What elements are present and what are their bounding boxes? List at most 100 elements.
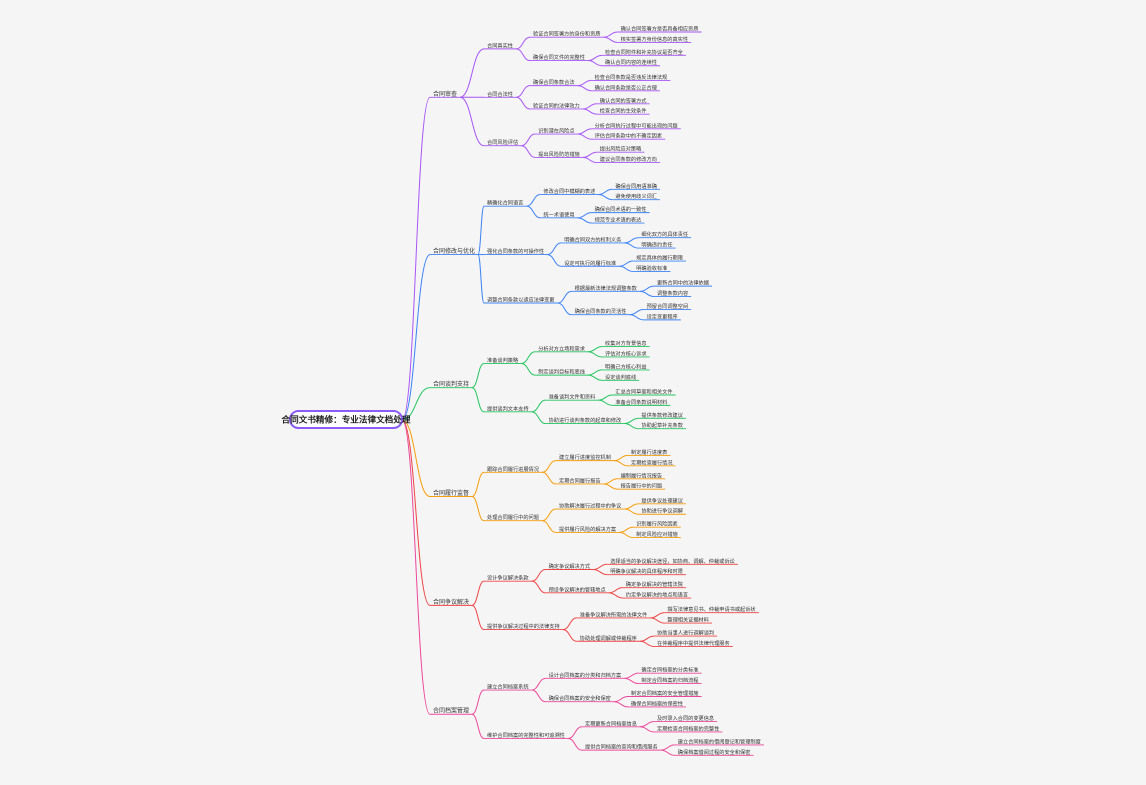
leaf-1-2-1-0-label[interactable]: 预留合同调整空间	[647, 302, 689, 310]
subtopic-1-1-1-label[interactable]: 设定可执行的履行标准	[564, 259, 616, 267]
topic-3-0-label[interactable]: 跟踪合同履行进展情况	[487, 465, 540, 473]
leaf-1-0-0-1-label[interactable]: 避免使用歧义词汇	[615, 192, 657, 200]
leaf-0-1-1-1-label[interactable]: 检查合同的生效条件	[600, 107, 647, 115]
branch-4-label[interactable]: 合同争议解决	[433, 598, 469, 606]
subtopic-0-0-1-label[interactable]: 确保合同文件的完整性	[533, 53, 585, 61]
subtopic-4-1-0-label[interactable]: 准备争议解决所需的法律文件	[580, 610, 647, 618]
leaf-2-0-0-1-label[interactable]: 评估对方核心诉求	[605, 349, 647, 357]
branch-2-label[interactable]: 合同谈判支持	[433, 380, 469, 388]
branch-5-label[interactable]: 合同档案管理	[433, 707, 469, 715]
topic-2-1-label[interactable]: 提供谈判文本支持	[487, 404, 529, 412]
subtopic-1-0-0-label[interactable]: 修改合同中模糊的表述	[543, 187, 595, 195]
leaf-5-0-1-1-label[interactable]: 确保合同档案的保密性	[631, 699, 683, 707]
leaf-0-0-0-1-label[interactable]: 核实签署方身份信息的真实性	[621, 35, 688, 43]
topic-1-1-label[interactable]: 强化合同条款的可操作性	[487, 247, 544, 255]
branch-0-label[interactable]: 合同审查	[433, 90, 457, 98]
subtopic-4-1-1-label[interactable]: 协助处理调解或仲裁程序	[580, 634, 637, 642]
leaf-3-0-0-0-label[interactable]: 制定履行进度表	[631, 448, 668, 456]
topic-0-0-label[interactable]: 合同真实性	[487, 41, 513, 49]
leaf-5-1-0-1-label[interactable]: 定期检查合同档案的完整性	[657, 724, 719, 732]
topic-1-2-label[interactable]: 调整合同条款以适应法律变更	[487, 295, 555, 303]
leaf-1-1-1-0-label[interactable]: 规定具体的履行期限	[636, 254, 683, 262]
topic-5-0-label[interactable]: 建立合同档案系统	[487, 683, 529, 691]
subtopic-5-1-1-label[interactable]: 提供合同档案的查询和借阅服务	[585, 743, 658, 751]
leaf-2-0-0-0-label[interactable]: 收集对方背景信息	[605, 339, 647, 347]
root-node[interactable]: 合同文书精修：专业法律文档处理	[282, 410, 411, 429]
subtopic-5-1-0-label[interactable]: 定期更新合同档案信息	[585, 719, 637, 727]
leaf-1-1-0-0-label[interactable]: 细化双方的具体责任	[641, 230, 688, 238]
subtopic-3-1-1-label[interactable]: 提供履行风险的解决方案	[559, 525, 617, 533]
subtopic-5-0-1-label[interactable]: 确保合同档案的安全和保密	[549, 694, 611, 702]
topic-1-0-label[interactable]: 精确化合同语言	[487, 199, 523, 207]
leaf-5-1-1-0-label[interactable]: 建立合同档案的借阅登记和管理制度	[678, 737, 761, 745]
leaf-5-1-0-0-label[interactable]: 及时录入合同的变更信息	[657, 714, 714, 722]
leaf-2-1-0-0-label[interactable]: 汇总合同草案和相关文件	[615, 387, 672, 395]
leaf-4-0-0-1-label[interactable]: 明确争议解决的具体程序和时限	[610, 567, 683, 575]
leaf-5-0-0-1-label[interactable]: 制定合同档案的归档流程	[641, 676, 698, 684]
leaf-0-2-0-1-label[interactable]: 评估合同条款中的不确定因素	[595, 132, 662, 140]
leaf-0-0-0-0-label[interactable]: 确认合同签署方是否具备相应资质	[621, 25, 699, 33]
leaf-0-1-0-1-label[interactable]: 确认合同条款是否公正合理	[595, 83, 658, 91]
leaf-4-1-0-0-label[interactable]: 撰写法律意见书、仲裁申请书或起诉状	[667, 605, 756, 613]
topic-0-1-label[interactable]: 合同合法性	[487, 90, 513, 98]
subtopic-4-0-1-label[interactable]: 预设争议解决的管辖地点	[549, 585, 606, 593]
topic-3-1-label[interactable]: 处理合同履行中的问题	[487, 513, 539, 521]
leaf-0-2-1-1-label[interactable]: 建议合同条款的修改方向	[600, 155, 657, 163]
leaf-2-1-1-1-label[interactable]: 协助起草补充条款	[641, 421, 683, 429]
leaf-1-2-0-0-label[interactable]: 更新合同中的法律依据	[657, 279, 709, 287]
leaf-5-0-1-0-label[interactable]: 制定合同档案的安全管理措施	[631, 689, 698, 697]
leaf-2-0-1-1-label[interactable]: 设定谈判底线	[605, 373, 636, 381]
leaf-4-1-0-1-label[interactable]: 整理相关证据材料	[667, 616, 709, 624]
leaf-1-0-1-1-label[interactable]: 规范专业术语的表达	[595, 216, 642, 224]
subtopic-2-0-1-label[interactable]: 制定谈判目标和底线	[538, 368, 585, 376]
topic-5-1-label[interactable]: 维护合同档案的完整性和可追溯性	[487, 731, 565, 739]
leaf-1-2-1-1-label[interactable]: 设定变更程序	[647, 312, 678, 320]
leaf-4-0-1-0-label[interactable]: 确定争议解决的管辖法院	[626, 580, 684, 588]
leaf-3-1-1-0-label[interactable]: 识别履行风险因素	[636, 520, 678, 528]
subtopic-0-2-0-label[interactable]: 识别潜在风险点	[538, 127, 574, 135]
leaf-1-1-0-1-label[interactable]: 明确违约责任	[641, 241, 672, 249]
subtopic-0-2-1-label[interactable]: 提出风险防范措施	[538, 150, 580, 158]
leaf-2-1-0-1-label[interactable]: 准备合同条款说明材料	[615, 398, 667, 406]
leaf-2-0-1-0-label[interactable]: 明确己方核心利益	[605, 362, 647, 370]
subtopic-2-0-0-label[interactable]: 分析对方立场和需求	[538, 344, 586, 352]
subtopic-1-2-1-label[interactable]: 确保合同条款的灵活性	[575, 307, 627, 315]
leaf-3-0-0-1-label[interactable]: 定期检查履行情况	[631, 458, 673, 466]
leaf-4-0-1-1-label[interactable]: 约定争议解决的地点和语言	[626, 591, 688, 599]
topic-2-0-label[interactable]: 准备谈判策略	[487, 356, 519, 364]
subtopic-1-0-1-label[interactable]: 统一术语使用	[543, 210, 574, 218]
leaf-4-1-1-0-label[interactable]: 协助当事人进行调解谈判	[657, 629, 714, 637]
subtopic-2-1-1-label[interactable]: 协助进行谈判条款的起草和修改	[549, 416, 622, 424]
subtopic-1-2-0-label[interactable]: 根据最新法律法规调整条款	[575, 284, 638, 292]
subtopic-3-0-1-label[interactable]: 定期合同履行报告	[559, 476, 601, 484]
leaf-0-0-1-0-label[interactable]: 检查合同附件和补充协议是否齐全	[605, 48, 684, 56]
topic-4-1-label[interactable]: 提供争议解决过程中的法律支持	[487, 622, 560, 630]
leaf-3-0-1-1-label[interactable]: 报告履行中的问题	[621, 482, 663, 490]
subtopic-3-0-0-label[interactable]: 建立履行进度监控机制	[559, 453, 611, 461]
subtopic-0-0-0-label[interactable]: 验证合同签署方的身份和资质	[533, 30, 600, 38]
leaf-3-1-1-1-label[interactable]: 制定风险应对措施	[636, 530, 678, 538]
subtopic-5-0-0-label[interactable]: 设计合同档案的分类和归档方案	[549, 671, 622, 679]
subtopic-1-1-0-label[interactable]: 明确合同双方的权利义务	[564, 235, 621, 243]
leaf-0-0-1-1-label[interactable]: 确认合同内容的连续性	[605, 58, 657, 66]
branch-3-label[interactable]: 合同履行监督	[433, 489, 469, 497]
leaf-0-1-1-0-label[interactable]: 确认合同的签署方式	[600, 96, 648, 104]
leaf-1-2-0-1-label[interactable]: 调整条款内容	[657, 289, 688, 297]
leaf-5-0-0-0-label[interactable]: 确定合同档案的分类标准	[641, 666, 698, 674]
leaf-3-0-1-0-label[interactable]: 编制履行情况报告	[621, 471, 663, 479]
subtopic-3-1-0-label[interactable]: 协助解决履行过程中的争议	[559, 502, 622, 510]
leaf-1-0-1-0-label[interactable]: 确保合同术语的一致性	[595, 205, 647, 213]
leaf-0-2-0-0-label[interactable]: 分析合同执行过程中可能出现的问题	[595, 121, 678, 129]
topic-0-2-label[interactable]: 合同风险评估	[487, 138, 518, 146]
subtopic-0-1-1-label[interactable]: 验证合同的法律效力	[533, 101, 580, 109]
subtopic-0-1-0-label[interactable]: 确保合同条款合法	[533, 78, 575, 86]
leaf-2-1-1-0-label[interactable]: 提供条款修改建议	[641, 411, 683, 419]
leaf-1-1-1-1-label[interactable]: 明确验收标准	[636, 264, 667, 272]
topic-4-0-label[interactable]: 设计争议解决条款	[487, 574, 529, 582]
leaf-0-1-0-0-label[interactable]: 检查合同条款是否违反法律法规	[595, 73, 668, 81]
leaf-4-0-0-0-label[interactable]: 选择适当的争议解决途径，如协商、调解、仲裁或诉讼	[610, 557, 735, 565]
leaf-5-1-1-1-label[interactable]: 确保档案借阅过程的安全和保密	[678, 748, 751, 756]
subtopic-4-0-0-label[interactable]: 确定争议解决方式	[549, 562, 591, 570]
subtopic-2-1-0-label[interactable]: 准备谈判文件和资料	[549, 393, 596, 401]
leaf-4-1-1-1-label[interactable]: 在仲裁程序中提供法律代理服务	[657, 639, 730, 647]
